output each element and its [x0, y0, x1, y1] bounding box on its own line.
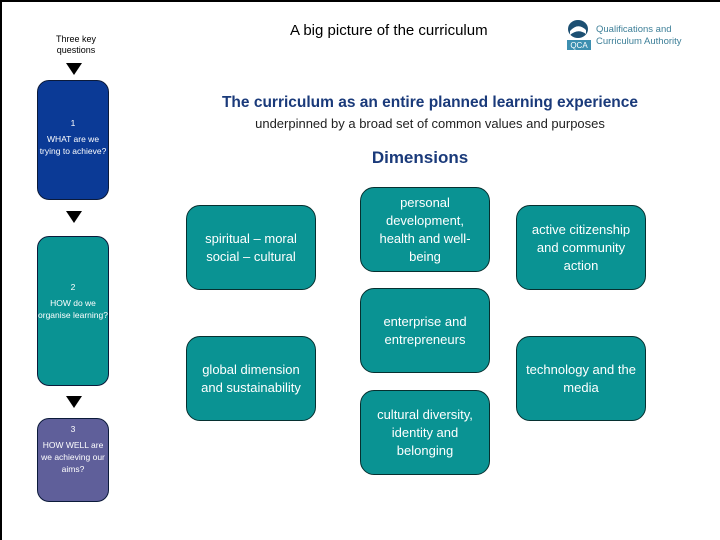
question-text: HOW WELL are we achieving our aims? [41, 440, 105, 474]
frame-top-border [0, 0, 720, 2]
question-text: WHAT are we trying to achieve? [39, 134, 107, 156]
down-arrow-icon [66, 63, 82, 75]
question-box-3: 3 HOW WELL are we achieving our aims? [37, 418, 109, 502]
dimensions-heading: Dimensions [371, 148, 469, 167]
svg-text:QCA: QCA [570, 41, 588, 50]
dimension-active-citizenship: active citizenship and community action [516, 205, 646, 290]
dimension-personal-development: personal development, health and well-be… [360, 187, 490, 272]
logo-text: Qualifications and Curriculum Authority [596, 24, 682, 48]
question-number: 1 [70, 118, 76, 128]
qca-logo: QCA Qualifications and Curriculum Author… [566, 18, 696, 58]
question-box-1: 1 WHAT are we trying to achieve? [37, 80, 109, 200]
dimension-enterprise: enterprise and entrepreneurs [360, 288, 490, 373]
down-arrow-icon [66, 211, 82, 223]
page-title: A big picture of the curriculum [290, 22, 488, 39]
dimension-technology-media: technology and the media [516, 336, 646, 421]
frame-left-border [0, 0, 2, 540]
dimension-spiritual-moral: spiritual – moral social – cultural [186, 205, 316, 290]
question-number: 2 [70, 282, 76, 292]
logo-line-2: Curriculum Authority [596, 36, 682, 47]
headline: The curriculum as an entire planned lear… [221, 94, 639, 111]
down-arrow-icon [66, 396, 82, 408]
subline: underpinned by a broad set of common val… [255, 116, 605, 131]
question-box-2: 2 HOW do we organise learning? [37, 236, 109, 386]
logo-line-1: Qualifications and [596, 24, 672, 35]
question-number: 3 [70, 424, 76, 434]
qca-logo-icon: QCA [567, 20, 591, 50]
dimension-cultural-diversity: cultural diversity, identity and belongi… [360, 390, 490, 475]
question-text: HOW do we organise learning? [38, 298, 108, 320]
key-questions-label: Three key questions [55, 34, 97, 55]
dimension-global: global dimension and sustainability [186, 336, 316, 421]
